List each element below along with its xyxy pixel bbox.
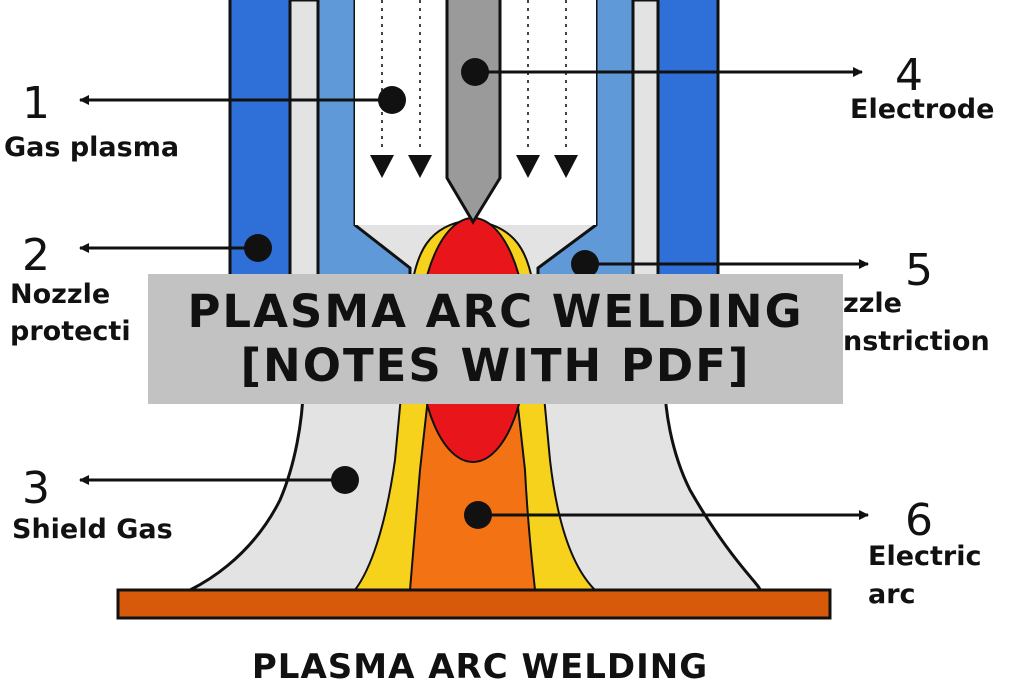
label-5-text-line1: zzle: [843, 288, 902, 319]
label-4-number: 4: [895, 50, 923, 101]
banner-title-line2: [NOTES WITH PDF]: [240, 339, 751, 392]
banner-title-line1: PLASMA ARC WELDING: [187, 285, 804, 338]
diagram-caption: PLASMA ARC WELDING: [252, 647, 708, 687]
label-4-text: Electrode: [850, 94, 994, 125]
label-2-text-line2: protecti: [10, 316, 131, 347]
label-3-number: 3: [22, 463, 50, 514]
label-2-number: 2: [22, 230, 50, 281]
label-5-text-line2: nstriction: [843, 326, 990, 357]
leader-3: [79, 466, 359, 494]
nozzle-protection-right: [656, 0, 720, 302]
electrode: [445, 0, 502, 225]
leader-4: [461, 58, 863, 86]
label-5-number: 5: [905, 245, 933, 296]
label-6-text-line1: Electric: [868, 541, 982, 572]
leader-1: [79, 86, 406, 114]
label-2-text-line1: Nozzle: [10, 279, 110, 310]
title-banner: PLASMA ARC WELDING [NOTES WITH PDF]: [148, 274, 843, 404]
leader-2: [79, 234, 272, 262]
gas-flow-lines: [381, 0, 567, 150]
leader-6: [464, 501, 869, 529]
label-6-number: 6: [905, 495, 933, 546]
workpiece: [116, 588, 832, 620]
gas-flow-arrowheads: [370, 155, 578, 178]
leader-5: [571, 250, 869, 278]
label-6-text-line2: arc: [868, 579, 916, 610]
label-3-text: Shield Gas: [12, 514, 173, 545]
label-1-text: Gas plasma: [4, 132, 179, 163]
label-1-number: 1: [22, 78, 50, 129]
